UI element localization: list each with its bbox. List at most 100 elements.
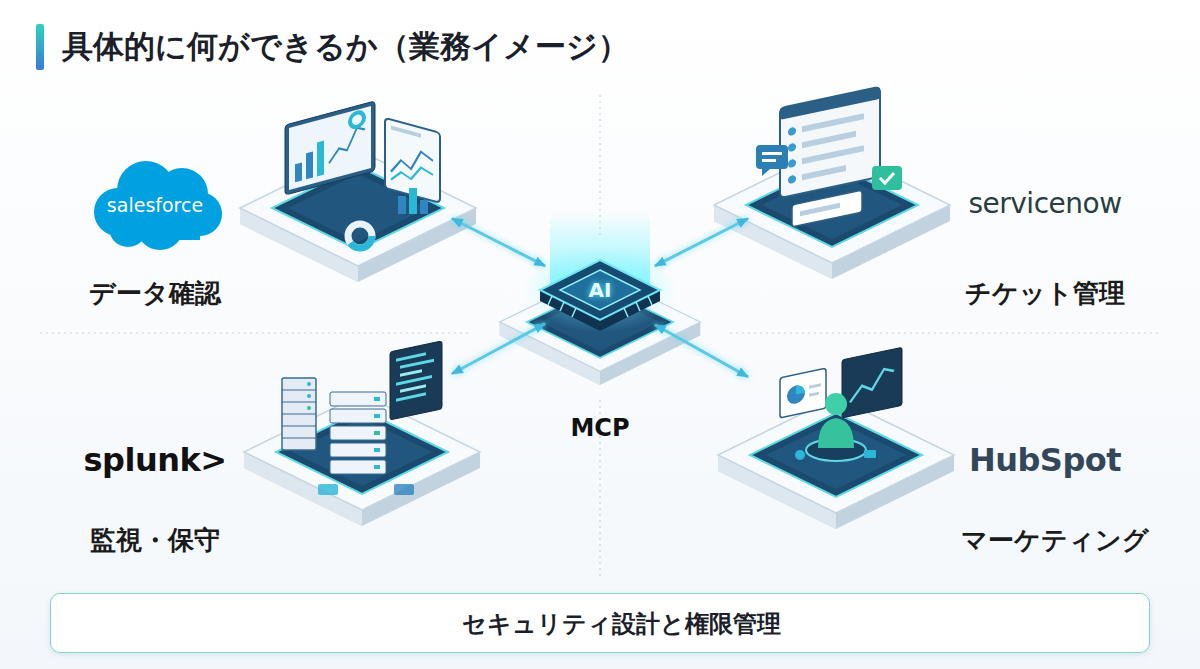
ticket-platform: [792, 190, 862, 227]
dashboard-platform: [391, 126, 421, 138]
task-label: 監視・保守: [90, 523, 220, 558]
ai-chip-symbol: [500, 212, 701, 385]
server-platform: [390, 341, 442, 420]
server-platform: [282, 378, 316, 450]
ticket-platform: [780, 87, 880, 120]
platform-node: servicenowチケット管理: [748, 100, 938, 240]
dashboard-platform: [285, 101, 375, 195]
ticket-platform: [762, 152, 782, 155]
marketing-platform: [825, 393, 847, 415]
platform-node: salesforceデータ確認: [262, 100, 452, 240]
ticket-platform: [762, 159, 776, 162]
dashboard-platform: [348, 224, 372, 248]
ticket-platform: [788, 175, 796, 185]
marketing-platform: [842, 347, 902, 418]
server-platform: [390, 341, 442, 420]
marketing-platform: [787, 384, 805, 406]
ticket-platform: [780, 87, 880, 198]
brand-logo: splunk>: [83, 441, 226, 479]
server-platform: [374, 465, 380, 469]
marketing-platform: [780, 368, 826, 418]
slide-title: 具体的に何ができるか（業務イメージ）: [62, 26, 629, 68]
server-platform: [282, 426, 316, 427]
ai-chip-symbol: [522, 248, 678, 332]
dashboard-platform: [289, 106, 371, 190]
ticket-platform: [788, 159, 796, 169]
task-label: データ確認: [89, 276, 221, 311]
server-platform: [330, 443, 386, 457]
marketing-platform: [842, 347, 902, 418]
marketing-platform: [780, 368, 826, 418]
banner-text: セキュリティ設計と権限管理: [462, 608, 781, 640]
marketing-platform: [809, 383, 821, 389]
bidirectional-connector: [452, 324, 545, 374]
server-platform: [330, 426, 386, 440]
dashboard-platform: [398, 196, 406, 214]
server-platform: [400, 369, 422, 377]
marketing-platform: [850, 367, 894, 402]
chip-label: AI: [589, 278, 612, 302]
server-platform: [396, 392, 426, 401]
bidirectional-connector: [655, 218, 748, 265]
ticket-platform: [802, 113, 864, 132]
divider-lines: [40, 95, 1160, 578]
brand-logo: servicenow: [968, 187, 1121, 220]
ai-chip-symbol: [548, 296, 552, 305]
ai-chip-symbol: [540, 260, 660, 320]
ticket-platform: [872, 166, 902, 190]
dashboard-platform: [306, 151, 313, 179]
ticket-platform: [780, 87, 880, 198]
ticket-platform: [802, 145, 864, 164]
ticket-platform: [872, 166, 902, 190]
dashboard-platform: [409, 188, 417, 214]
marketing-platform: [718, 347, 954, 529]
server-platform: [330, 409, 386, 423]
server-platform: [330, 392, 386, 406]
server-platform: [374, 431, 380, 435]
server-platform: [282, 414, 316, 415]
ticket-platform: [788, 127, 796, 137]
dashboard-platform: [317, 141, 324, 177]
brand-logo: salesforce: [107, 194, 203, 216]
ai-chip-symbol: [560, 302, 564, 311]
server-platform: [396, 375, 432, 386]
ai-chip-node: AIMCP: [545, 258, 655, 330]
dashboard-platform: [295, 162, 302, 182]
server-platform: [282, 390, 316, 391]
server-platform: [307, 394, 311, 398]
dashboard-platform: [348, 224, 372, 248]
server-platform: [330, 392, 386, 474]
brand-logo: HubSpot: [969, 441, 1121, 479]
server-platform: [318, 484, 338, 495]
server-platform: [330, 460, 386, 474]
marketing-platform: [796, 384, 805, 395]
server-platform: [400, 384, 426, 393]
ai-chip-symbol: [624, 308, 628, 317]
marketing-platform: [864, 450, 876, 458]
server-platform: [374, 448, 380, 452]
ai-chip-symbol: [560, 270, 640, 310]
ticket-platform: [880, 173, 894, 183]
ticket-platform: [756, 145, 788, 176]
platform-node: splunk>監視・保守: [262, 360, 452, 490]
marketing-platform: [795, 450, 805, 460]
task-label: マーケティング: [961, 523, 1149, 558]
dashboard-platform: [391, 160, 433, 191]
server-platform: [374, 414, 380, 418]
server-platform: [307, 406, 311, 410]
marketing-platform: [809, 392, 819, 397]
server-platform: [282, 402, 316, 403]
dashboard-platform: [420, 200, 428, 214]
server-platform: [244, 341, 480, 526]
server-platform: [400, 359, 434, 369]
ticket-platform: [756, 145, 788, 169]
ticket-platform: [762, 169, 770, 176]
dashboard-platform: [350, 111, 364, 129]
server-platform: [282, 378, 316, 450]
server-platform: [244, 394, 480, 526]
dashboard-platform: [240, 101, 476, 282]
bidirectional-connector: [452, 218, 545, 265]
